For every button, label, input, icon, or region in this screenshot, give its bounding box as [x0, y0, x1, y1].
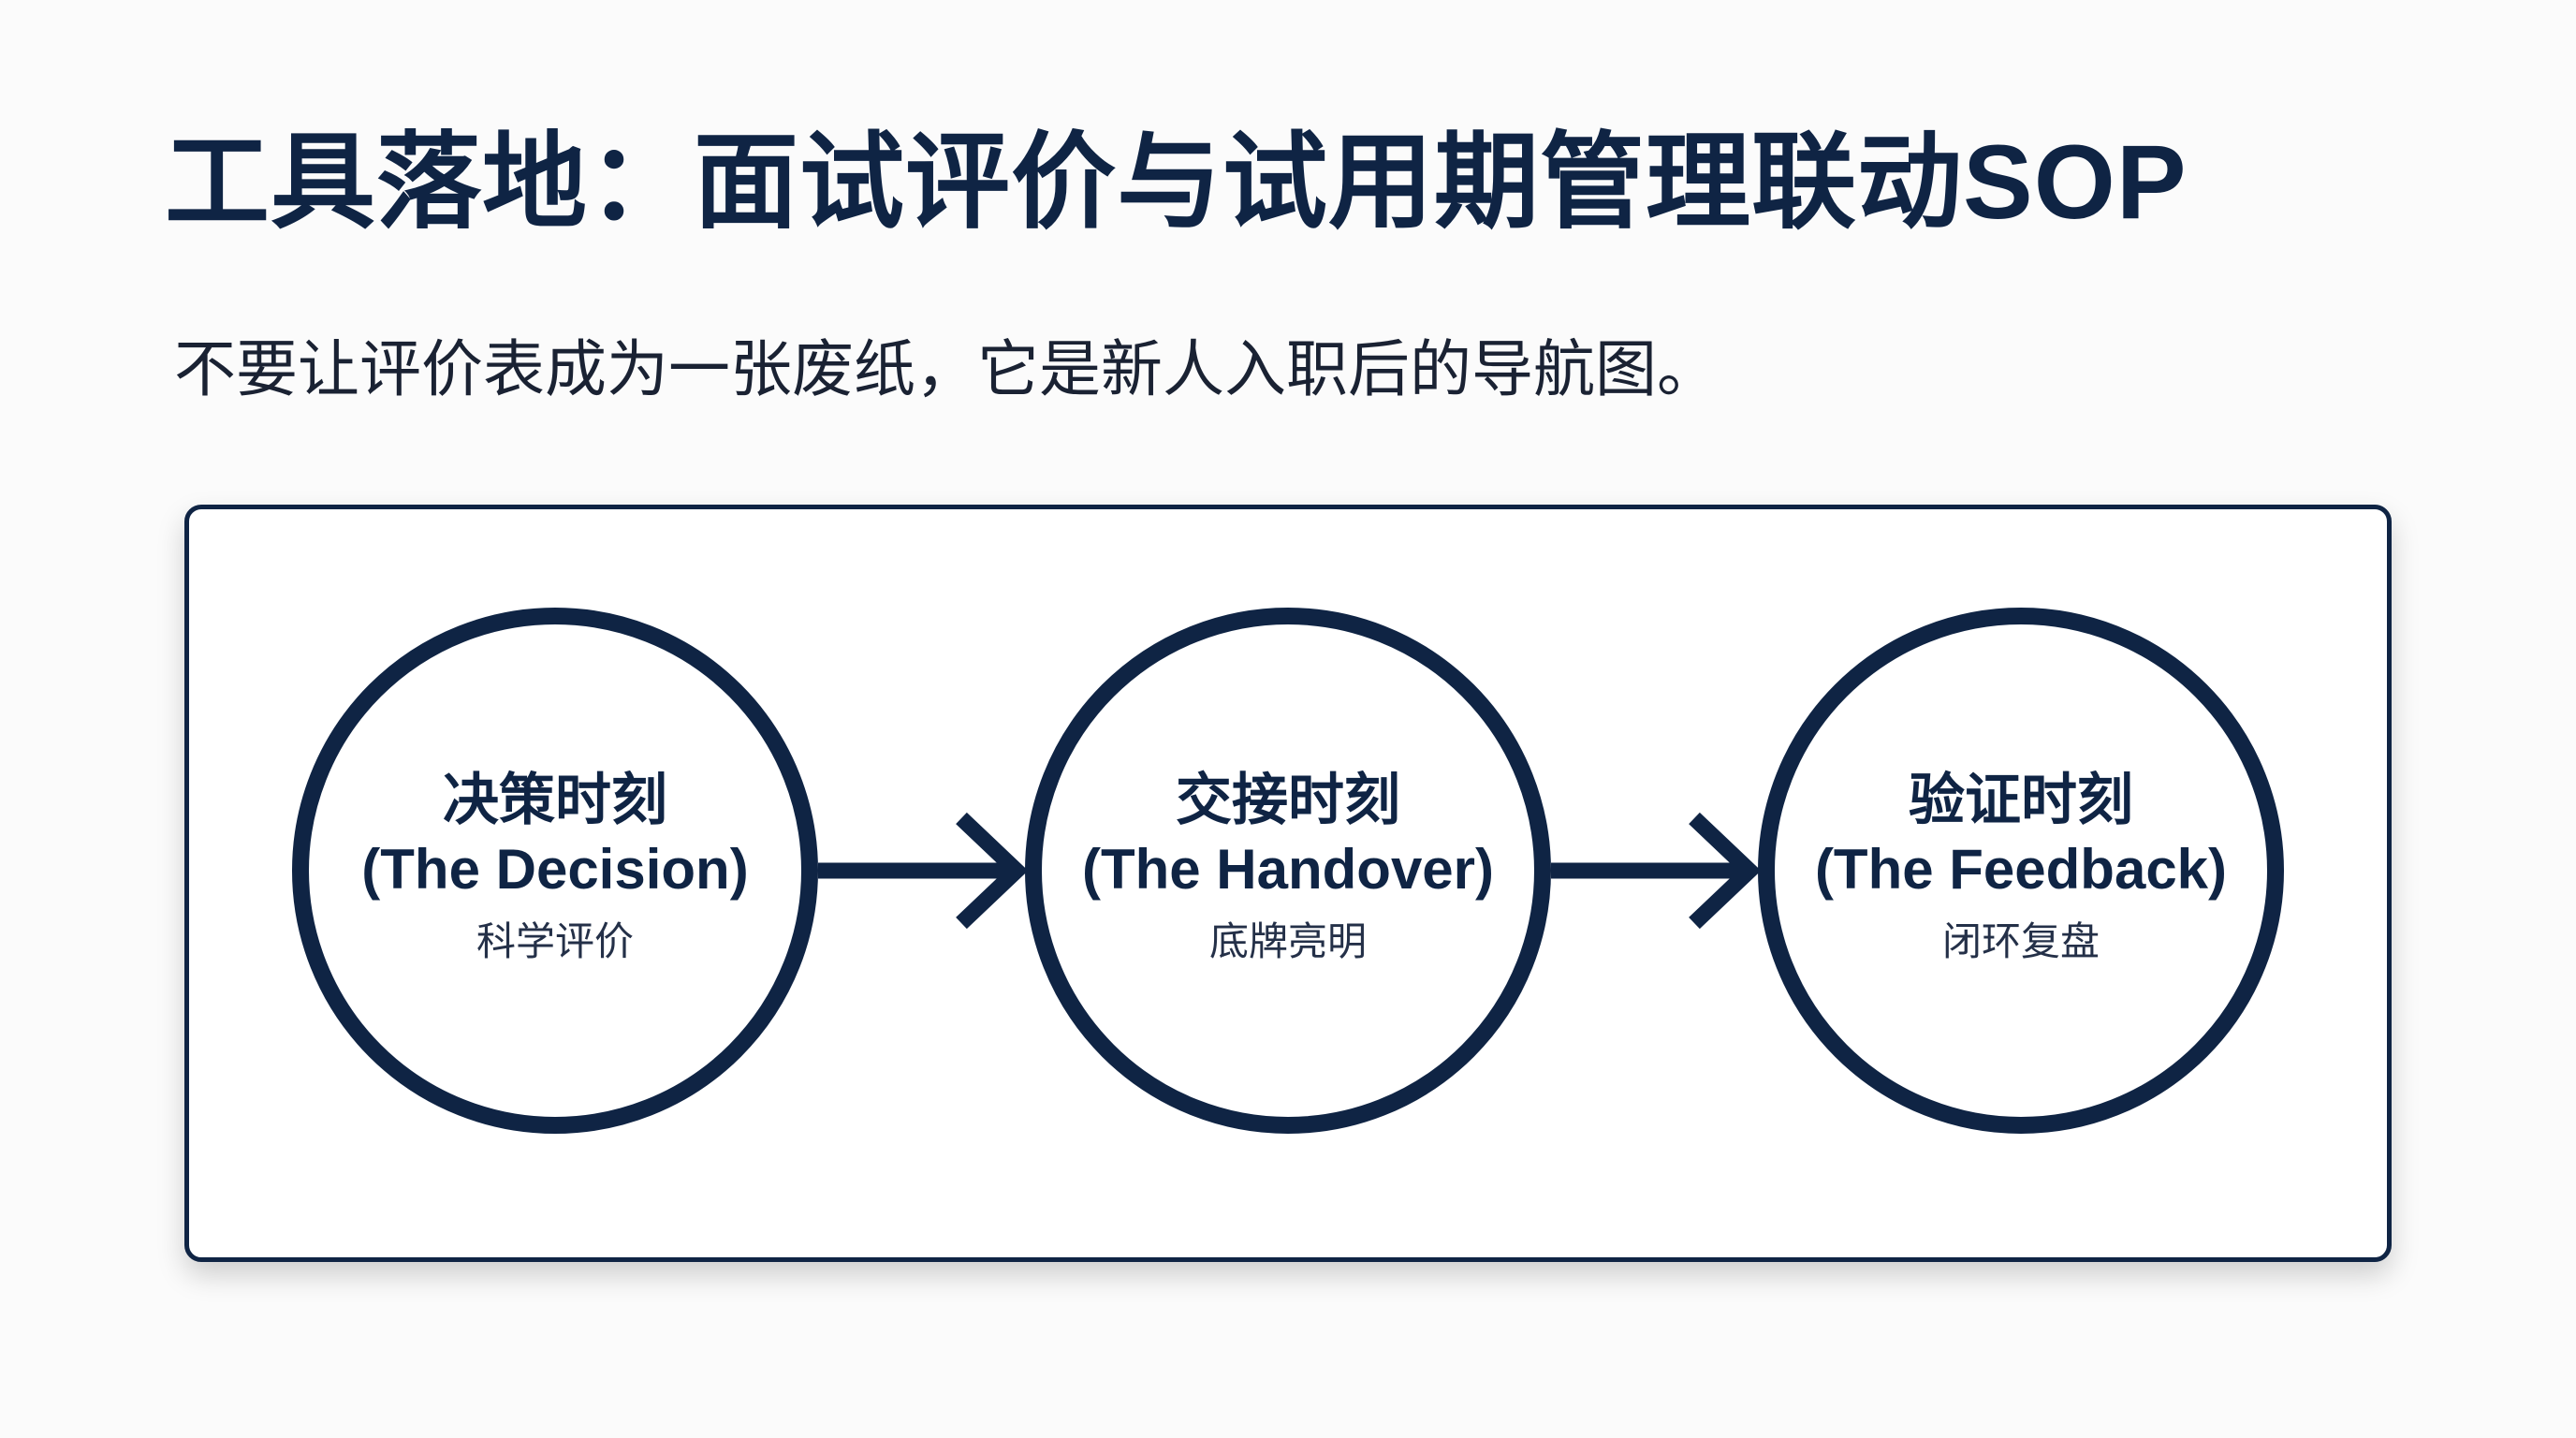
step-subtitle: 闭环复盘: [1941, 919, 2100, 963]
step-subtitle: 科学评价: [476, 919, 634, 963]
step-decision: 决策时刻 (The Decision) 科学评价: [330, 766, 780, 970]
page-title: 工具落地：面试评价与试用期管理联动SOP: [165, 124, 2188, 241]
step-title: 决策时刻: [443, 769, 667, 831]
step-handover: 交接时刻 (The Handover) 底牌亮明: [1063, 766, 1513, 970]
step-feedback: 验证时刻 (The Feedback) 闭环复盘: [1796, 766, 2246, 970]
step-circle-handover: [1025, 608, 1551, 1134]
step-english-title: (The Handover): [1081, 838, 1495, 901]
step-english-title: (The Decision): [361, 838, 749, 901]
page-subtitle: 不要让评价表成为一张废纸，它是新人入职后的导航图。: [174, 334, 1719, 404]
arrow-right-icon: [1551, 812, 1762, 930]
step-title: 交接时刻: [1176, 769, 1400, 831]
step-subtitle: 底牌亮明: [1208, 919, 1367, 963]
step-english-title: (The Feedback): [1814, 838, 2228, 901]
step-circle-decision: [292, 608, 818, 1134]
step-circle-feedback: [1758, 608, 2284, 1134]
arrow-right-icon: [818, 812, 1029, 930]
step-title: 验证时刻: [1909, 769, 2133, 831]
